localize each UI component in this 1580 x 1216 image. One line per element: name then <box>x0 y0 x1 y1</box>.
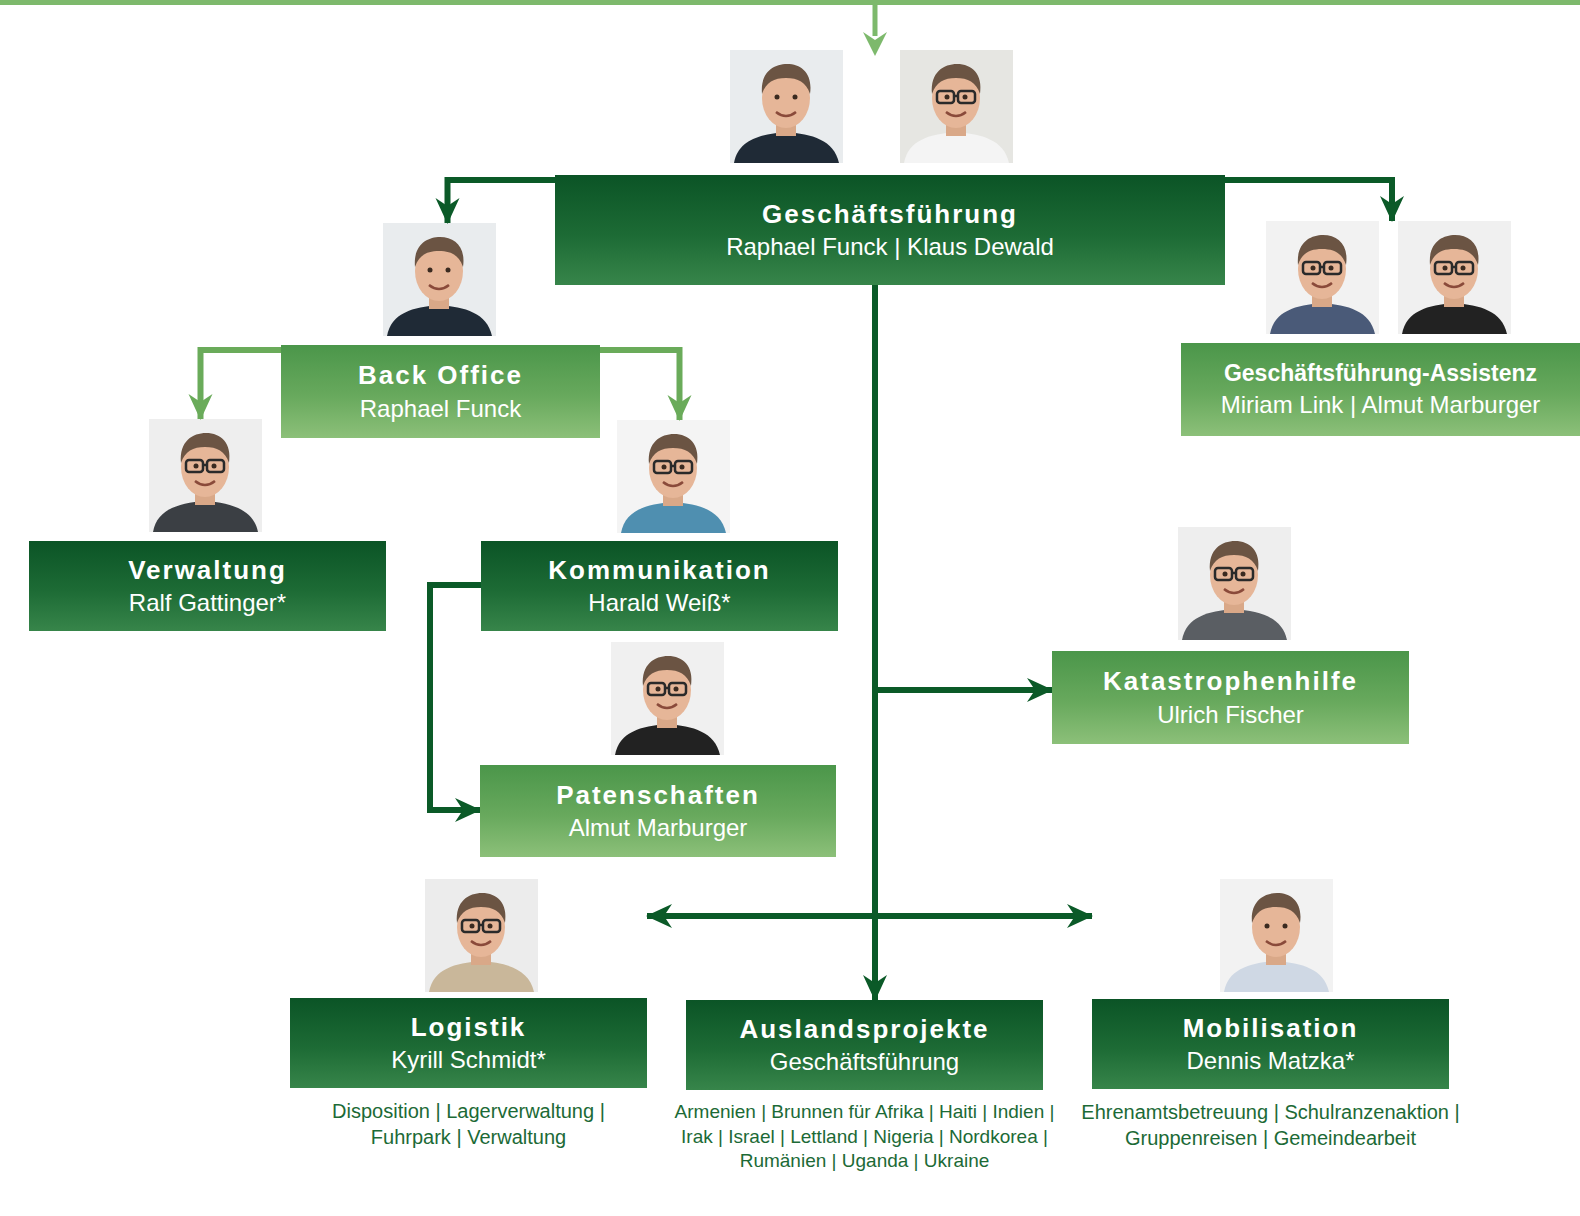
portrait-photo <box>617 420 730 533</box>
reporting-line <box>1225 180 1392 221</box>
unit-box: AuslandsprojekteGeschäftsführung <box>686 1000 1043 1090</box>
unit-title: Verwaltung <box>128 556 287 585</box>
org-unit: GeschäftsführungRaphael Funck | Klaus De… <box>555 50 1225 285</box>
unit-box: PatenschaftenAlmut Marburger <box>480 765 836 857</box>
portrait-photo <box>900 50 1013 163</box>
reporting-line <box>600 350 680 420</box>
unit-lead: Raphael Funck | Klaus Dewald <box>726 234 1054 260</box>
org-unit: Back OfficeRaphael Funck <box>281 223 600 438</box>
portrait-photo <box>149 419 262 532</box>
unit-title: Kommunikation <box>548 556 770 585</box>
unit-title: Back Office <box>358 361 523 390</box>
unit-box: KommunikationHarald Weiß* <box>481 541 838 631</box>
unit-box: Geschäftsführung-AssistenzMiriam Link | … <box>1181 343 1580 436</box>
unit-tasks: Disposition | Lagerverwaltung | Fuhrpark… <box>299 1098 639 1150</box>
unit-title: Patenschaften <box>556 781 760 810</box>
portrait-photo <box>1178 527 1291 640</box>
portrait-photo <box>611 642 724 755</box>
portrait-photo <box>730 50 843 163</box>
org-unit: AuslandsprojekteGeschäftsführungArmenien… <box>686 1000 1043 1090</box>
unit-lead: Geschäftsführung <box>770 1049 959 1075</box>
unit-title: Logistik <box>411 1013 527 1042</box>
unit-box: GeschäftsführungRaphael Funck | Klaus De… <box>555 175 1225 285</box>
unit-lead: Ralf Gattinger* <box>129 590 286 616</box>
unit-box: Back OfficeRaphael Funck <box>281 345 600 438</box>
org-unit: VerwaltungRalf Gattinger* <box>29 419 386 631</box>
unit-box: VerwaltungRalf Gattinger* <box>29 541 386 631</box>
unit-title: Auslandsprojekte <box>739 1015 989 1044</box>
org-unit: KommunikationHarald Weiß* <box>481 420 838 631</box>
reporting-line <box>448 180 556 223</box>
unit-lead: Dennis Matzka* <box>1186 1048 1354 1074</box>
unit-title: Geschäftsführung <box>762 200 1018 229</box>
unit-title: Geschäftsführung-Assistenz <box>1224 361 1537 386</box>
unit-lead: Kyrill Schmidt* <box>391 1047 546 1073</box>
org-unit: PatenschaftenAlmut Marburger <box>480 642 836 857</box>
portrait-photo <box>425 879 538 992</box>
unit-tasks: Armenien | Brunnen für Afrika | Haiti | … <box>670 1100 1060 1174</box>
unit-lead: Raphael Funck <box>360 396 521 422</box>
org-unit: Geschäftsführung-AssistenzMiriam Link | … <box>1181 221 1580 436</box>
unit-tasks: Ehrenamtsbetreuung | Schulranzenaktion |… <box>1066 1099 1476 1151</box>
org-unit: KatastrophenhilfeUlrich Fischer <box>1052 527 1409 744</box>
portrait-photo <box>383 223 496 336</box>
top-arrow <box>873 5 878 36</box>
portrait-photo <box>1266 221 1379 334</box>
unit-lead: Ulrich Fischer <box>1157 702 1304 728</box>
unit-title: Mobilisation <box>1183 1014 1359 1043</box>
unit-lead: Harald Weiß* <box>588 590 730 616</box>
unit-lead: Miriam Link | Almut Marburger <box>1221 392 1541 418</box>
reporting-line <box>430 585 481 810</box>
top-band-edge <box>0 0 1580 5</box>
portrait-photo <box>1398 221 1511 334</box>
unit-title: Katastrophenhilfe <box>1103 667 1358 696</box>
reporting-line <box>201 350 282 419</box>
unit-lead: Almut Marburger <box>569 815 748 841</box>
portrait-photo <box>1220 879 1333 992</box>
unit-box: KatastrophenhilfeUlrich Fischer <box>1052 651 1409 744</box>
reporting-line <box>875 285 1052 690</box>
org-unit: LogistikKyrill Schmidt*Disposition | Lag… <box>290 879 647 1088</box>
top-arrow-head <box>863 32 887 56</box>
org-unit: MobilisationDennis Matzka*Ehrenamtsbetre… <box>1092 879 1449 1089</box>
reporting-line <box>875 285 1092 916</box>
unit-box: LogistikKyrill Schmidt* <box>290 998 647 1088</box>
unit-box: MobilisationDennis Matzka* <box>1092 999 1449 1089</box>
